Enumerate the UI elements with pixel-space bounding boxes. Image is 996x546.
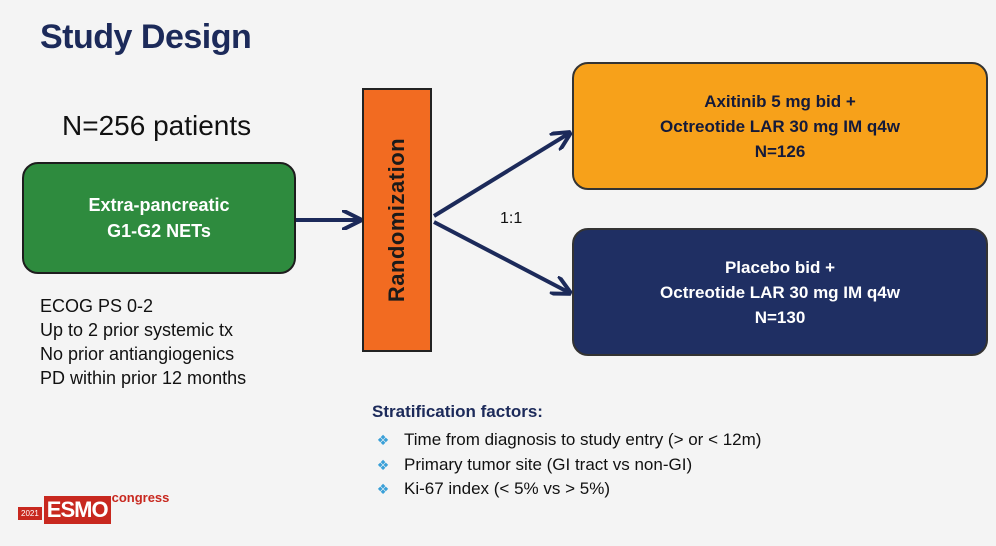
- arrow-to-experimental-arm: [432, 134, 568, 218]
- slide-title: Study Design: [40, 18, 252, 56]
- control-arm-box: Placebo bid + Octreotide LAR 30 mg IM q4…: [572, 228, 988, 356]
- population-line-2: G1-G2 NETs: [107, 221, 211, 241]
- experimental-arm-line-3: N=126: [754, 141, 806, 161]
- stratification-item: ❖ Ki-67 index (< 5% vs > 5%): [374, 477, 761, 502]
- stratification-item-text: Time from diagnosis to study entry (> or…: [404, 430, 762, 449]
- eligibility-item: ECOG PS 0-2: [40, 296, 154, 316]
- eligibility-item: PD within prior 12 months: [40, 368, 247, 388]
- stratification-item: ❖ Time from diagnosis to study entry (> …: [374, 428, 762, 453]
- arrow-to-control-arm: [433, 220, 568, 292]
- stratification-item-text: Primary tumor site (GI tract vs non-GI): [404, 454, 693, 474]
- diamond-bullet-icon: ❖: [376, 432, 390, 448]
- logo-year: 2021: [18, 507, 42, 520]
- experimental-arm-box: Axitinib 5 mg bid + Octreotide LAR 30 mg…: [572, 62, 988, 190]
- control-arm-line-2: Octreotide LAR 30 mg IM q4w: [660, 282, 900, 302]
- randomization-box: Randomization: [362, 88, 432, 352]
- diamond-bullet-icon: ❖: [376, 481, 390, 497]
- experimental-arm-line-2: Octreotide LAR 30 mg IM q4w: [660, 116, 900, 136]
- eligibility-item: Up to 2 prior systemic tx: [40, 320, 234, 340]
- stratification-title: Stratification factors:: [372, 402, 543, 421]
- logo-suffix: congress: [111, 490, 170, 505]
- esmo-congress-logo: 2021 ESMO congress: [18, 490, 169, 524]
- stratification-item-text: Ki-67 index (< 5% vs > 5%): [404, 479, 610, 498]
- diamond-bullet-icon: ❖: [376, 456, 390, 473]
- stratification-item: ❖ Primary tumor site (GI tract vs non-GI…: [374, 453, 761, 478]
- experimental-arm-line-1: Axitinib 5 mg bid +: [704, 91, 856, 111]
- control-arm-line-3: N=130: [754, 307, 806, 327]
- population-box: Extra-pancreatic G1-G2 NETs: [22, 162, 296, 274]
- stratification-list: ❖ Time from diagnosis to study entry (> …: [374, 428, 762, 502]
- eligibility-criteria: ECOG PS 0-2 Up to 2 prior systemic tx No…: [40, 294, 246, 390]
- eligibility-item: No prior antiangiogenics: [40, 344, 235, 364]
- patient-count: N=256 patients: [62, 110, 252, 141]
- population-line-1: Extra-pancreatic: [88, 195, 230, 215]
- randomization-ratio: 1:1: [500, 210, 523, 227]
- logo-name: ESMO: [43, 496, 111, 524]
- control-arm-line-1: Placebo bid +: [724, 257, 836, 277]
